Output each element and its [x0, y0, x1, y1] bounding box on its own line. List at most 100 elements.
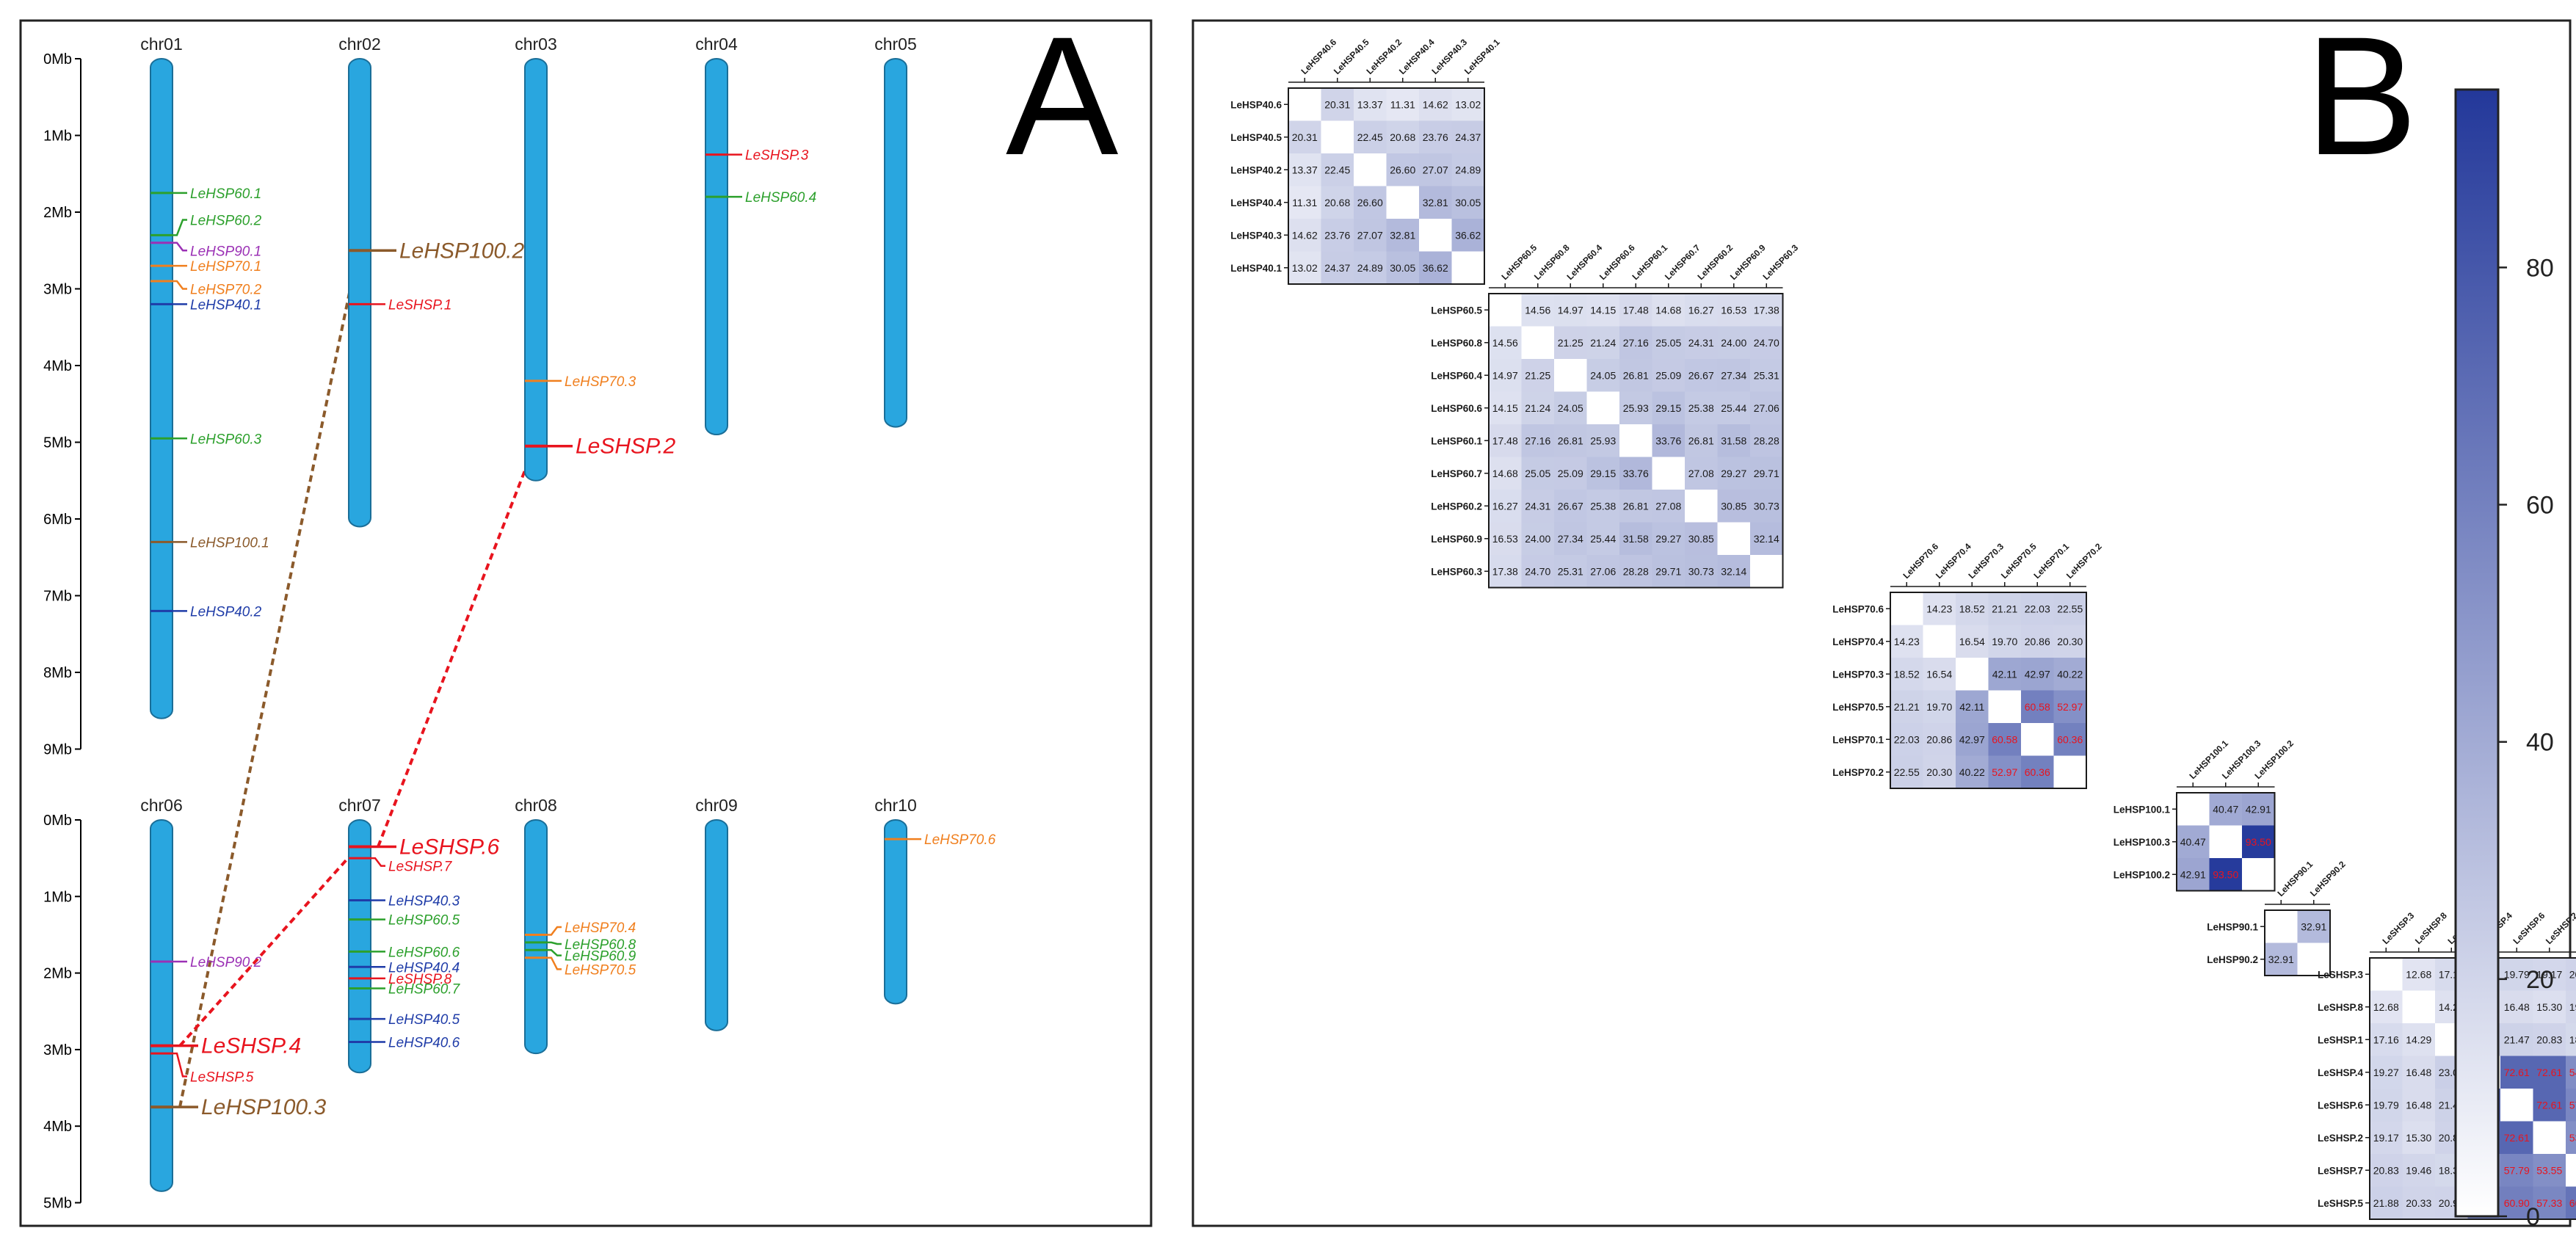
matrix-cell: [1717, 294, 1750, 327]
matrix-value: 25.31: [1558, 565, 1583, 577]
matrix-cell: [1554, 457, 1587, 490]
matrix-value: 16.27: [1492, 500, 1518, 512]
matrix-value: 14.97: [1492, 369, 1518, 381]
gene-lehsp40-1: LeHSP40.1: [150, 297, 261, 313]
matrix-value: 25.09: [1655, 369, 1681, 381]
gene-label: LeHSP100.3: [201, 1095, 326, 1119]
gene-lehsp40-3: LeHSP40.3: [349, 894, 460, 909]
matrix-value: 22.45: [1357, 131, 1383, 143]
matrix-cell: [1988, 658, 2021, 691]
matrix-value: 14.15: [1590, 304, 1616, 316]
matrix-cell: [1652, 457, 1685, 490]
matrix-cell: [1717, 391, 1750, 424]
matrix-cell: [1521, 522, 1554, 555]
gene-lehsp100-2: LeHSP100.2: [349, 239, 524, 263]
matrix-cell: [1890, 658, 1923, 691]
matrix-value: 27.16: [1525, 435, 1550, 446]
matrix-value: 26.81: [1558, 435, 1583, 446]
gene-label: LeSHSP.3: [745, 148, 809, 164]
matrix-value: 22.45: [1324, 164, 1350, 175]
gene-label: LeSHSP.4: [201, 1034, 301, 1058]
gene-label: LeHSP40.5: [388, 1012, 460, 1028]
chromosome-chr08: [524, 819, 548, 1055]
gene-leader: [547, 926, 562, 936]
matrix-cell: [1890, 723, 1923, 756]
matrix-value: 27.16: [1623, 337, 1649, 349]
gene-lehsp70-2: LeHSP70.2: [150, 280, 262, 298]
matrix-cell: [2402, 1089, 2435, 1122]
matrix-value: 27.34: [1558, 533, 1583, 545]
matrix-value: 36.62: [1455, 229, 1481, 241]
matrix-cell: [1923, 755, 1956, 788]
chromosome-chr06: [150, 819, 173, 1192]
row-label: LeHSP100.3: [2114, 837, 2171, 848]
matrix-cell: [1750, 522, 1783, 555]
row-label: LeHSP100.2: [2114, 869, 2170, 880]
matrix-value: 25.05: [1655, 337, 1681, 349]
matrix-value: 29.15: [1655, 402, 1681, 414]
matrix-cell: [1521, 424, 1554, 457]
gene-leshsp-6: LeSHSP.6: [349, 835, 500, 860]
matrix-value: 24.00: [1721, 337, 1746, 349]
gene-lehsp60-9: LeHSP60.9: [525, 949, 636, 965]
matrix-cell: [1489, 490, 1522, 523]
row-label: LeSHSP.4: [2318, 1067, 2364, 1078]
matrix-value: 16.54: [1926, 668, 1952, 680]
row-label: LeHSP40.5: [1230, 132, 1282, 143]
chromosome-label: chr05: [874, 34, 917, 54]
matrix-value: 20.83: [2569, 968, 2576, 980]
gene-label: LeHSP60.3: [190, 432, 262, 447]
matrix-value: 20.86: [1926, 733, 1952, 745]
matrix-value: 24.37: [1324, 262, 1350, 274]
row-label: LeHSP70.1: [1832, 734, 1884, 745]
matrix-cell: [2566, 1121, 2576, 1154]
matrix-cell: [1685, 457, 1718, 490]
mb-tick-label: 5Mb: [43, 1196, 72, 1212]
mb-tick-label: 3Mb: [43, 1042, 72, 1058]
matrix-cell: [1386, 120, 1419, 153]
matrix-value: 52.97: [1992, 766, 2017, 778]
colorbar-tick-label: 60: [2526, 492, 2554, 520]
matrix-cell: [1619, 359, 1652, 392]
matrix-value: 13.02: [1292, 262, 1318, 274]
matrix-border: [2369, 957, 2576, 1220]
gene-lehsp60-5: LeHSP60.5: [349, 913, 460, 929]
matrix-value: 42.11: [1992, 668, 2017, 680]
matrix-cell: [1288, 251, 1321, 284]
gene-lehsp60-1: LeHSP60.1: [150, 186, 261, 202]
matrix-cell: [1619, 522, 1652, 555]
matrix-cell: [1288, 88, 1321, 121]
gene-lehsp40-6: LeHSP40.6: [349, 1035, 460, 1050]
matrix-cell: [1321, 120, 1354, 153]
matrix-cell: [1652, 294, 1685, 327]
matrix-cell: [1586, 359, 1619, 392]
matrix-value: 42.91: [2180, 868, 2206, 880]
matrix-value: 24.37: [1455, 131, 1481, 143]
matrix-cell: [1586, 424, 1619, 457]
matrix-cell: [1451, 120, 1484, 153]
matrix-cell: [2402, 1023, 2435, 1056]
matrix-cell: [1652, 490, 1685, 523]
matrix-value: 54.49: [2569, 1067, 2576, 1078]
matrix-cell: [1750, 294, 1783, 327]
matrix-value: 14.62: [1423, 98, 1448, 110]
mb-tick-label: 5Mb: [43, 435, 72, 451]
matrix-cell: [2370, 1089, 2403, 1122]
matrix-value: 12.68: [2373, 1001, 2399, 1013]
matrix-value: 22.55: [2057, 603, 2083, 614]
matrix-value: 15.30: [2406, 1132, 2431, 1144]
gene-lehsp70-3: LeHSP70.3: [525, 374, 636, 390]
gene-lehsp70-5: LeHSP70.5: [525, 956, 636, 978]
colorbar-tick-label: 40: [2526, 729, 2554, 757]
matrix-cell: [1521, 294, 1554, 327]
matrix-cell: [2533, 1023, 2566, 1056]
matrix-cell: [1554, 294, 1587, 327]
matrix-cell: [2500, 990, 2533, 1023]
matrix-value: 29.15: [1590, 468, 1616, 479]
gene-leshsp-2: LeSHSP.2: [525, 435, 676, 459]
matrix-value: 20.86: [2025, 636, 2050, 647]
matrix-cell: [1890, 755, 1923, 788]
gene-label: LeHSP40.3: [388, 894, 460, 909]
